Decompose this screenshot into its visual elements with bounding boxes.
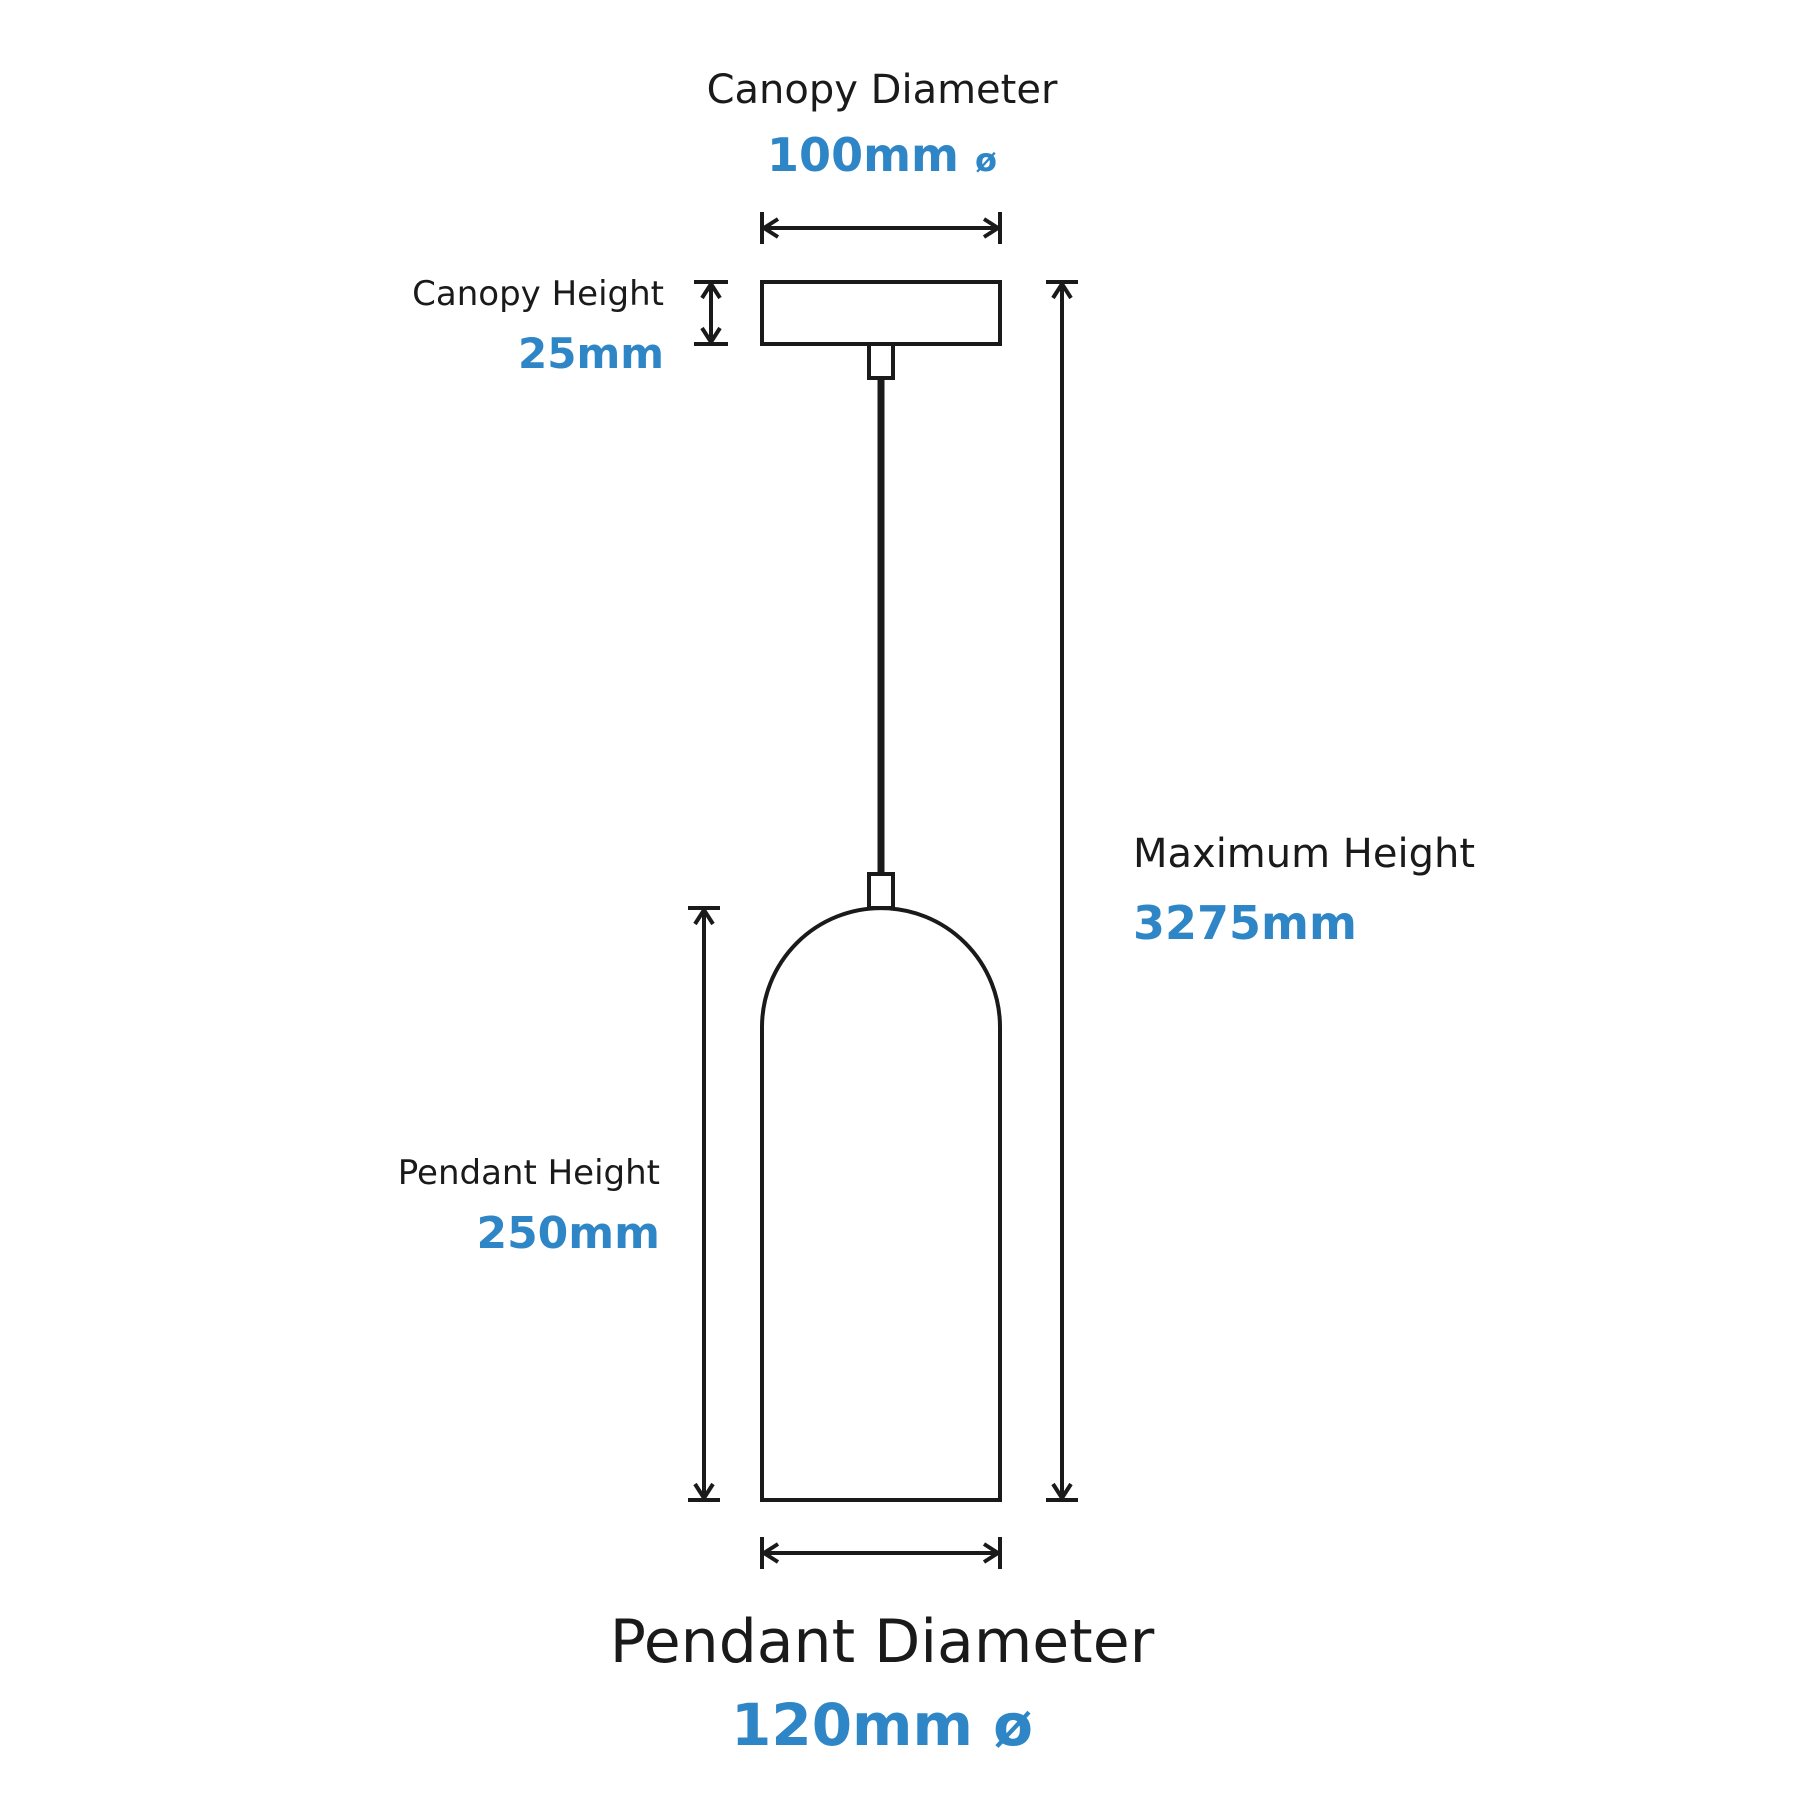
canopy-height-value: 25mm — [518, 329, 664, 378]
canopy-diameter-value: 100mm — [767, 128, 959, 182]
pendant-height-label: Pendant Height — [397, 1153, 660, 1193]
pendant-diameter-label: Pendant Diameter — [609, 1607, 1155, 1677]
diameter-symbol: ø — [993, 1691, 1034, 1759]
pendant-diameter-value-group: 120mm ø — [731, 1696, 1033, 1754]
canopy-height-label: Canopy Height — [412, 274, 664, 314]
canopy-height-dimension-line — [694, 280, 728, 346]
maximum-height-dimension-line — [1046, 280, 1078, 1502]
shade-connector — [867, 872, 895, 910]
diameter-symbol: ø — [974, 141, 997, 179]
pendant-shade — [760, 906, 1002, 1502]
canopy — [760, 280, 1002, 346]
canopy-diameter-value-group: 100mm ø — [767, 132, 997, 178]
maximum-height-label: Maximum Height — [1133, 831, 1476, 877]
pendant-diameter-dimension-line — [760, 1537, 1002, 1569]
pendant-diameter-value: 120mm — [730, 1691, 973, 1759]
maximum-height-value: 3275mm — [1133, 896, 1357, 950]
pendant-height-value: 250mm — [476, 1208, 660, 1259]
canopy-diameter-dimension-line — [760, 212, 1002, 244]
canopy-connector — [867, 342, 895, 380]
pendant-height-dimension-line — [688, 906, 720, 1502]
canopy-diameter-label: Canopy Diameter — [706, 67, 1058, 113]
